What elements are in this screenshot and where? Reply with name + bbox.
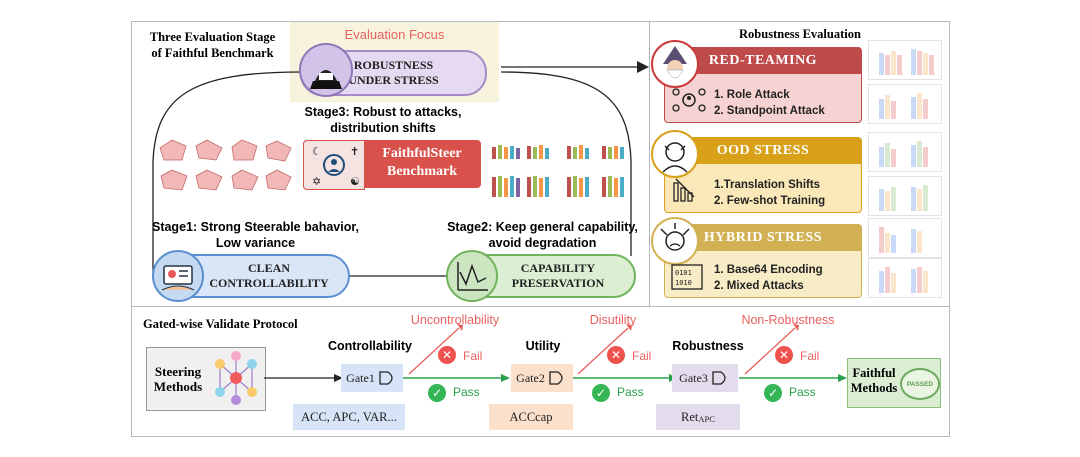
stage1-text: Stage1: Strong Steerable bahavior, Low v… <box>151 220 359 250</box>
stage-loop-svg <box>152 66 643 277</box>
gate2: Gate2 <box>511 364 573 392</box>
pass-label: Pass <box>789 385 816 399</box>
svg-text:☯: ☯ <box>350 176 360 188</box>
bar-chart-thumbnails <box>487 132 637 204</box>
hacker-icon <box>299 43 353 97</box>
red-teaming-card: RED-TEAMING <box>664 47 862 123</box>
utility-heading: Utility <box>525 339 561 353</box>
fail-label: Fail <box>463 349 483 363</box>
hybrid-stress-items: 1. Base64 Encoding 2. Mixed Attacks <box>714 264 823 292</box>
robustness-chart-thumb-1 <box>868 40 942 80</box>
robustness-chart-thumb-4 <box>868 176 942 216</box>
robustness-evaluation-title: Robustness Evaluation <box>739 27 861 41</box>
uncontrollability-label: Uncontrollability <box>410 313 500 327</box>
check-icon: ✓ <box>428 384 446 402</box>
steering-methods-box <box>146 347 266 411</box>
red-teaming-items: 1. Role Attack 2. Standpoint Attack <box>714 89 825 117</box>
robustness-chart-thumb-6 <box>868 258 942 298</box>
robustness-chart-thumb-2 <box>868 84 942 124</box>
svg-text:☾: ☾ <box>312 146 322 158</box>
network-icon <box>210 350 262 406</box>
fail-label: Fail <box>800 349 820 363</box>
svg-text:1010: 1010 <box>675 279 692 287</box>
fail-icon: ✕ <box>607 346 625 364</box>
ood-stress-items: 1.Translation Shifts 2. Few-shot Trainin… <box>714 179 826 207</box>
stage3-text: Stage3: Robust to attacks, distribution … <box>304 105 462 135</box>
controllability-heading: Controllability <box>327 339 413 353</box>
robustness-chart-thumb-3 <box>868 132 942 172</box>
non-robustness-label: Non-Robustness <box>741 313 835 327</box>
three-stage-title: Three Evaluation Stage of Faithful Bench… <box>149 30 276 60</box>
loop-line <box>152 71 302 276</box>
fail-icon: ✕ <box>775 346 793 364</box>
check-icon: ✓ <box>592 384 610 402</box>
radar-chart-thumbnails <box>152 136 297 196</box>
dashboard-icon <box>152 250 204 302</box>
passed-stamp-icon: PASSED <box>900 368 940 400</box>
svg-text:✝: ✝ <box>350 146 359 158</box>
pipeline-arrows <box>264 324 847 382</box>
gate3: Gate3 <box>672 364 738 392</box>
fail-icon: ✕ <box>438 346 456 364</box>
evaluation-focus-label: Evaluation Focus <box>344 27 445 42</box>
faithful-methods-label: Faithful Methods <box>850 366 898 395</box>
protocol-title: Gated-wise Validate Protocol <box>143 317 298 331</box>
disutility-label: Disutility <box>589 313 637 327</box>
loop-line-right <box>500 71 632 256</box>
red-teaming-title: RED-TEAMING <box>665 48 861 74</box>
team-settings-icon <box>670 84 708 116</box>
check-icon: ✓ <box>764 384 782 402</box>
controllability-metrics: ACC, APC, VAR... <box>293 404 405 430</box>
pass-label: Pass <box>617 385 644 399</box>
robustness-heading: Robustness <box>672 339 744 353</box>
utility-metric: ACCcap <box>489 404 573 430</box>
svg-text:0101: 0101 <box>675 269 692 277</box>
stage2-text: Stage2: Keep general capability, avoid d… <box>447 220 638 250</box>
gate1: Gate1 <box>341 364 403 392</box>
frustrated-person-icon <box>651 217 699 265</box>
fail-label: Fail <box>632 349 652 363</box>
benchmark-title: FaithfulSteer Benchmark <box>382 146 462 179</box>
steering-methods-label: Steering Methods <box>153 364 203 394</box>
hybrid-stress-card: HYBRID STRESS <box>664 224 862 298</box>
pass-label: Pass <box>453 385 480 399</box>
line-graph-icon <box>446 250 498 302</box>
robustness-chart-thumb-5 <box>868 218 942 258</box>
arrow-to-robustness <box>637 61 649 73</box>
stressed-person-icon <box>651 130 699 178</box>
falling-bars-icon <box>670 175 700 205</box>
benchmark-icon-box: ☾ ✝ ✡ ☯ <box>303 140 365 190</box>
binary-code-icon: 0101 1010 <box>670 262 704 292</box>
svg-text:✡: ✡ <box>312 176 321 188</box>
wizard-avatar-icon <box>651 40 699 88</box>
